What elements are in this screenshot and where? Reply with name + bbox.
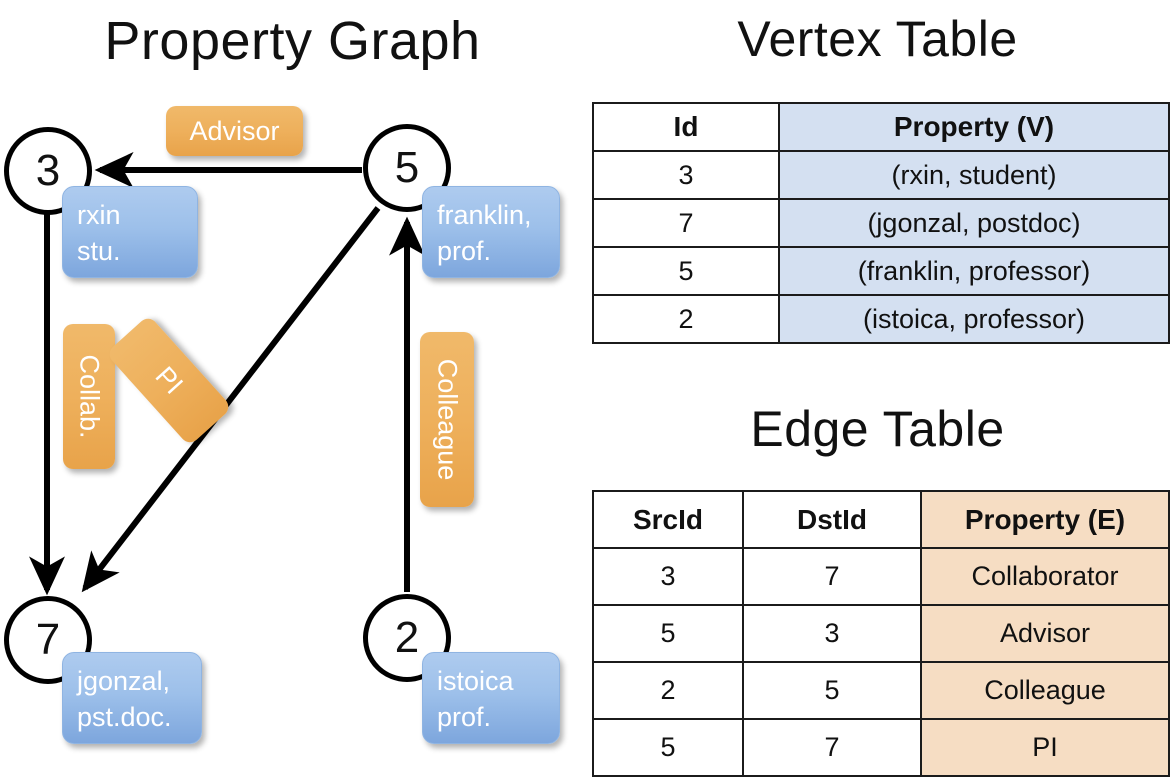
vertex-table: Id Property (V) 3 (rxin, student) 7 (jgo…	[592, 102, 1170, 344]
edge-cell-srcid: 5	[592, 604, 744, 663]
table-row[interactable]: 3 (rxin, student)	[592, 150, 1170, 200]
edge-table-header-row: SrcId DstId Property (E)	[592, 490, 1170, 549]
edge-table: SrcId DstId Property (E) 3 7 Collaborato…	[592, 490, 1170, 777]
node-property-istoica-line2: prof.	[437, 702, 492, 733]
node-property-rxin-line2: stu.	[77, 236, 121, 267]
edge-cell-property: Colleague	[920, 661, 1170, 720]
node-property-jgonzal-line2: pst.doc.	[77, 702, 172, 733]
page-title-vertex-table: Vertex Table	[737, 11, 1018, 67]
edge-table-header-dstid: DstId	[742, 490, 922, 549]
node-property-box-franklin[interactable]: franklin, prof.	[422, 186, 560, 278]
edge-cell-srcid: 3	[592, 547, 744, 606]
table-row[interactable]: 5 3 Advisor	[592, 604, 1170, 663]
edge-label-pi-text: PI	[149, 360, 190, 400]
graph-node-2[interactable]: 2	[363, 594, 451, 682]
node-property-franklin-line2: prof.	[437, 236, 492, 267]
vertex-cell-property: (franklin, professor)	[778, 246, 1170, 296]
edge-cell-srcid: 5	[592, 718, 744, 777]
vertex-cell-id: 5	[592, 246, 780, 296]
vertex-cell-id: 3	[592, 150, 780, 200]
page-title-property-graph: Property Graph	[104, 11, 481, 71]
edge-cell-dstid: 7	[742, 718, 922, 777]
page-title-edge-table: Edge Table	[750, 401, 1005, 457]
node-property-rxin-line1: rxin	[77, 200, 121, 230]
edge-cell-property: PI	[920, 718, 1170, 777]
table-row[interactable]: 5 (franklin, professor)	[592, 246, 1170, 296]
graph-node-5-label: 5	[394, 143, 420, 192]
vertex-table-header-row: Id Property (V)	[592, 102, 1170, 152]
graph-node-2-label: 2	[394, 613, 420, 662]
vertex-table-header-id: Id	[592, 102, 780, 152]
graph-node-5[interactable]: 5	[363, 124, 451, 212]
table-row[interactable]: 5 7 PI	[592, 718, 1170, 777]
edge-label-box-collab[interactable]: Collab.	[63, 324, 115, 469]
vertex-table-header-property: Property (V)	[778, 102, 1170, 152]
edge-cell-property: Advisor	[920, 604, 1170, 663]
node-property-franklin-line1: franklin,	[437, 200, 532, 230]
node-property-box-istoica[interactable]: istoica prof.	[422, 652, 560, 744]
node-property-istoica-line1: istoica	[437, 666, 514, 696]
property-graph-diagram: 3 5 7 2 rxin stu. franklin, prof. jgonza…	[0, 0, 585, 760]
edge-arrow-5-to-7	[81, 206, 381, 593]
vertex-cell-property: (rxin, student)	[778, 150, 1170, 200]
vertex-cell-id: 2	[592, 294, 780, 344]
graph-edge-arrows	[29, 152, 425, 596]
table-row[interactable]: 7 (jgonzal, postdoc)	[592, 198, 1170, 248]
edge-cell-dstid: 5	[742, 661, 922, 720]
node-property-jgonzal-line1: jgonzal,	[77, 666, 171, 696]
table-row[interactable]: 2 (istoica, professor)	[592, 294, 1170, 344]
edge-cell-srcid: 2	[592, 661, 744, 720]
edge-label-colleague-text: Colleague	[432, 358, 463, 481]
vertex-cell-property: (jgonzal, postdoc)	[778, 198, 1170, 248]
vertex-cell-id: 7	[592, 198, 780, 248]
graph-node-3-label: 3	[35, 146, 61, 195]
node-property-box-jgonzal[interactable]: jgonzal, pst.doc.	[62, 652, 202, 744]
table-row[interactable]: 2 5 Colleague	[592, 661, 1170, 720]
vertex-cell-property: (istoica, professor)	[778, 294, 1170, 344]
edge-table-header-property: Property (E)	[920, 490, 1170, 549]
graph-node-7-label: 7	[35, 615, 61, 664]
edge-table-header-srcid: SrcId	[592, 490, 744, 549]
edge-label-box-colleague[interactable]: Colleague	[420, 332, 474, 507]
edge-label-box-advisor[interactable]: Advisor	[166, 106, 303, 156]
node-property-box-rxin[interactable]: rxin stu.	[62, 186, 198, 278]
table-row[interactable]: 3 7 Collaborator	[592, 547, 1170, 606]
edge-cell-property: Collaborator	[920, 547, 1170, 606]
edge-label-collab-text: Collab.	[74, 354, 105, 439]
edge-cell-dstid: 3	[742, 604, 922, 663]
edge-label-advisor-text: Advisor	[189, 115, 280, 146]
edge-cell-dstid: 7	[742, 547, 922, 606]
